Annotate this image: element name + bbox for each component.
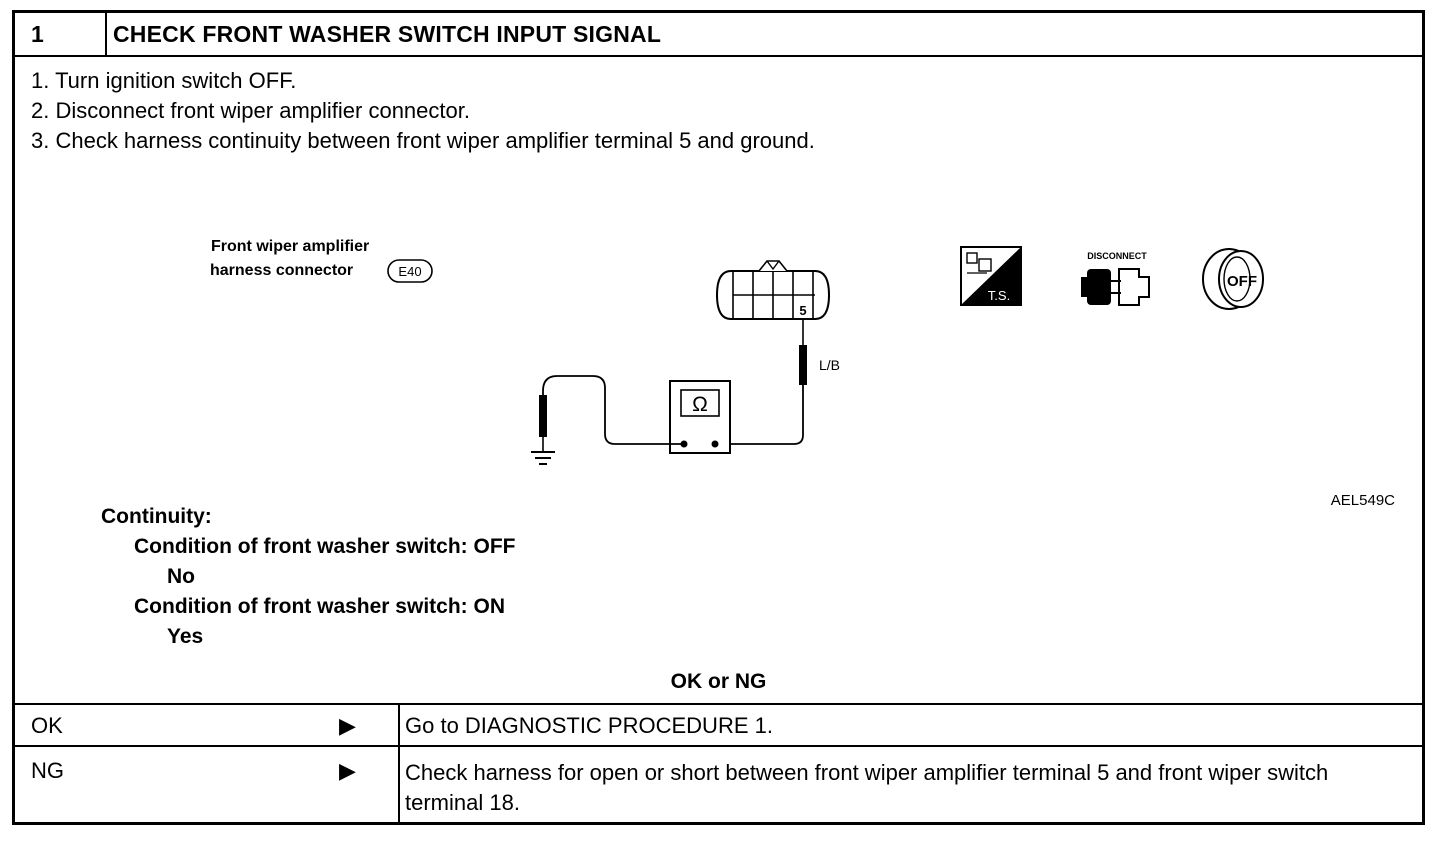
arrow-icon: ▶	[339, 758, 356, 783]
wiring-diagram: Front wiper amplifier harness connector …	[210, 238, 1395, 509]
outcome-top-divider	[15, 703, 1422, 705]
outcome-action-ng: Check harness for open or short between …	[405, 760, 1329, 815]
step-2: 2. Disconnect front wiper amplifier conn…	[31, 98, 470, 123]
wire-color-label: L/B	[819, 357, 840, 373]
step-1: 1. Turn ignition switch OFF.	[31, 68, 297, 93]
lead-right	[715, 385, 804, 445]
procedure-frame: 1 CHECK FRONT WASHER SWITCH INPUT SIGNAL…	[12, 10, 1425, 825]
ground-icon	[531, 451, 555, 465]
value-on: Yes	[167, 625, 204, 648]
continuity-heading: Continuity:	[101, 505, 212, 528]
ts-icon	[960, 246, 1022, 306]
disconnect-label: DISCONNECT	[1087, 251, 1147, 261]
outcome-label-ng: NG	[31, 758, 64, 783]
figure-code: AEL549C	[1331, 492, 1395, 509]
probe-left	[539, 395, 547, 437]
connector-id: E40	[398, 264, 421, 279]
ignition-off-icon	[1202, 248, 1264, 310]
outcome-row-divider	[15, 745, 1422, 747]
ok-ng-heading: OK or NG	[670, 670, 767, 693]
value-off: No	[167, 565, 195, 588]
header-divider	[15, 55, 1422, 57]
ohmmeter-icon	[669, 380, 731, 454]
outcome-label-ok: OK	[31, 713, 63, 738]
condition-on: Condition of front washer switch: ON	[134, 595, 505, 618]
lead-left	[542, 375, 684, 445]
harness-connector-icon	[715, 260, 831, 320]
condition-off: Condition of front washer switch: OFF	[134, 535, 516, 558]
header-cell-divider	[105, 13, 107, 55]
disconnect-icon	[1081, 268, 1150, 306]
step-3: 3. Check harness continuity between fron…	[31, 128, 815, 153]
ts-label: T.S.	[988, 288, 1010, 303]
connector-label-line2: harness connector	[210, 262, 353, 279]
terminal-number: 5	[799, 303, 806, 318]
off-label: OFF	[1227, 273, 1257, 290]
probe-right	[799, 345, 807, 385]
step-number: 1	[31, 21, 44, 47]
arrow-icon: ▶	[339, 713, 356, 738]
procedure-title: CHECK FRONT WASHER SWITCH INPUT SIGNAL	[113, 21, 662, 47]
connector-label-line1: Front wiper amplifier	[211, 238, 369, 255]
outcome-column-divider	[398, 703, 400, 825]
meter-symbol: Ω	[692, 393, 708, 416]
connector-id-badge: E40	[387, 259, 433, 283]
outcome-action-ok: Go to DIAGNOSTIC PROCEDURE 1.	[405, 713, 773, 738]
